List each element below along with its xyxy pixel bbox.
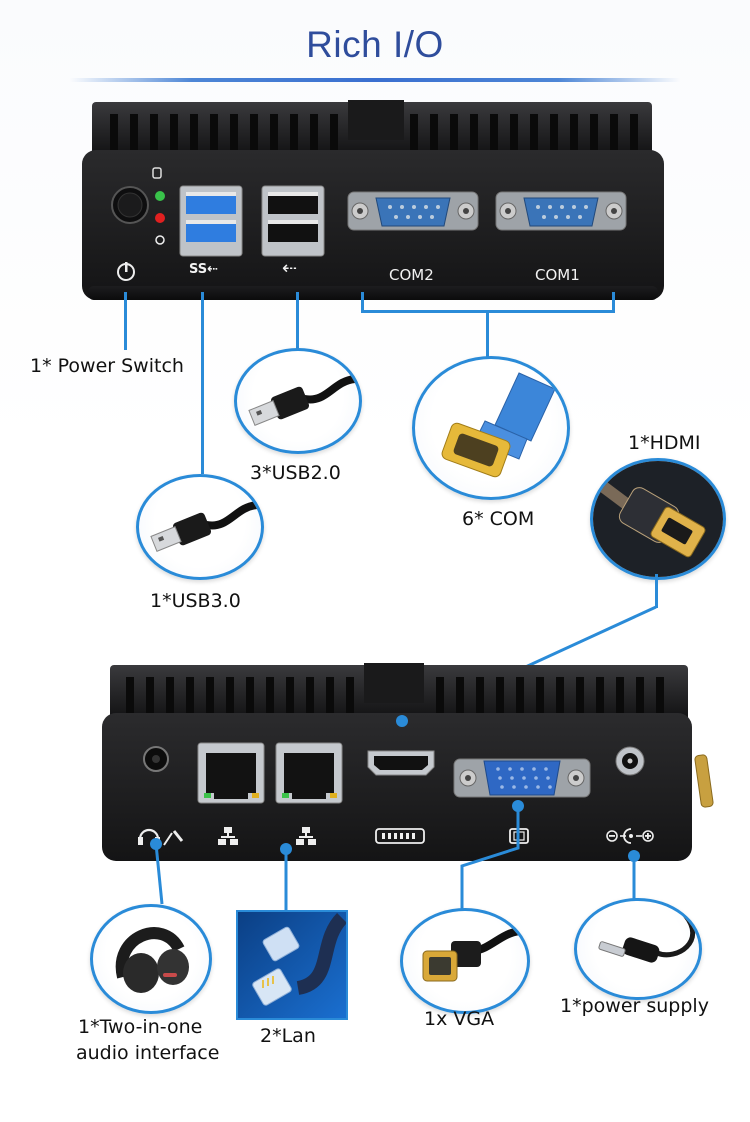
power-switch-label: 1* Power Switch (30, 355, 184, 377)
audio-label-line1: 1*Two-in-one (78, 1016, 203, 1038)
com1-label: COM1 (535, 266, 580, 284)
usb30-bubble (136, 474, 264, 580)
headset-icon (115, 927, 189, 993)
serial-adapter-icon (441, 372, 556, 478)
usb20-label: 3*USB2.0 (250, 462, 341, 484)
lan-label: 2*Lan (260, 1025, 316, 1047)
lan-image (236, 910, 348, 1020)
audio-bubble (90, 904, 212, 1014)
dc-cable-icon (598, 913, 695, 963)
com-bubble (412, 356, 570, 500)
power-switch-leader (124, 292, 127, 350)
network-icon (218, 827, 316, 845)
com-bracket-right (612, 292, 615, 312)
usb-cable-icon (248, 375, 359, 426)
vga-bubble (400, 908, 530, 1014)
com-label: 6* COM (462, 508, 535, 530)
usb20-bubble (234, 348, 362, 454)
vga-label: 1x VGA (424, 1008, 495, 1030)
page-title: Rich I/O (306, 24, 444, 65)
audio-label-line2: audio interface (76, 1042, 220, 1064)
bottom-leaders (154, 806, 636, 912)
front-panel-device (82, 100, 664, 300)
vga-cable-icon (422, 926, 527, 982)
com-bracket-left (361, 292, 364, 312)
usb2-symbol-label: ⇠ (282, 258, 298, 279)
usb30-label: 1*USB3.0 (150, 590, 241, 612)
usb-cable-icon (150, 501, 261, 552)
com2-label: COM2 (389, 266, 434, 284)
lan-cable-icon (238, 912, 346, 1018)
hdmi-label: 1*HDMI (628, 432, 701, 454)
hdmi-leader-vertical (655, 574, 658, 608)
usb20-leader (296, 292, 299, 350)
hdmi-cable-icon (593, 461, 723, 577)
power-supply-bubble (574, 898, 702, 1000)
power-supply-label: 1*power supply (560, 995, 709, 1017)
title-underline (70, 78, 680, 82)
hdmi-pointer-dot (396, 715, 408, 727)
com-leader (486, 310, 489, 358)
usb3-symbol-label: SS⇠ (189, 262, 219, 277)
rear-panel-device (102, 663, 714, 861)
usb30-leader (201, 292, 204, 474)
hdmi-bubble (590, 458, 726, 580)
